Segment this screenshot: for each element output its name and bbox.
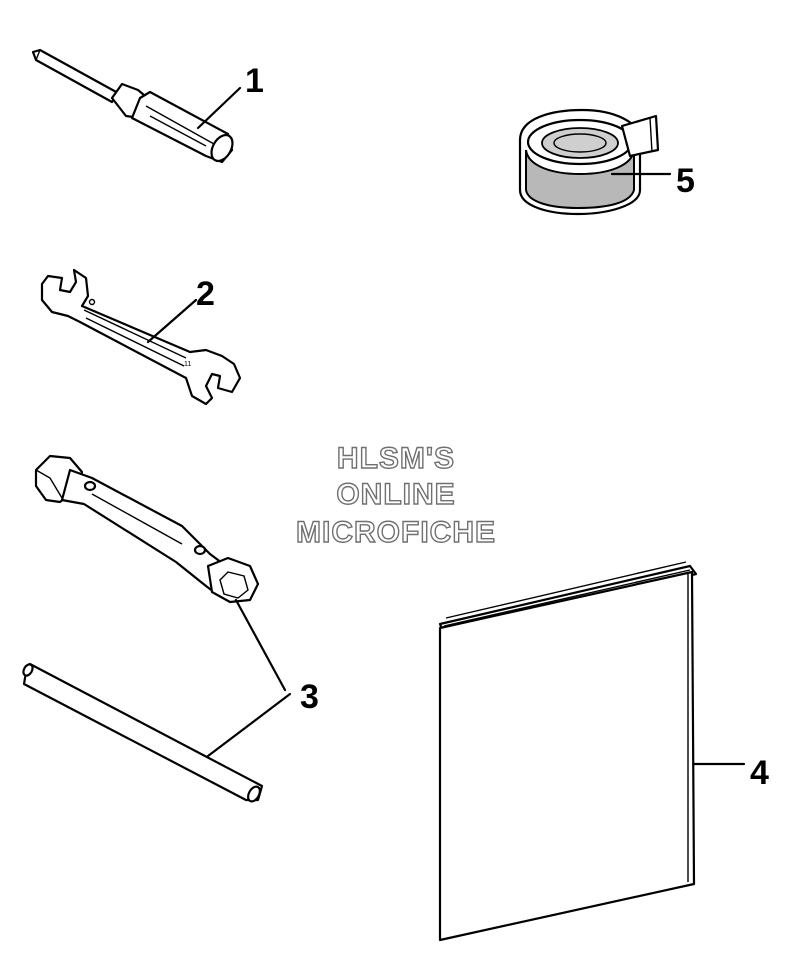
callout-1: 1 [245,62,264,100]
watermark-line-3: MICROFICHE [296,516,496,549]
wrench-icon: 11 [40,268,242,406]
leader-line-1 [196,86,242,130]
socket-wrench-icon [34,454,260,604]
tommy-bar-icon [22,662,264,803]
leader-line-3b [206,692,292,758]
callout-2: 2 [196,275,215,313]
watermark-line-2: ONLINE [336,478,455,511]
callout-5: 5 [676,162,695,200]
tape-roll-icon [518,108,660,216]
screwdriver-icon [31,48,234,164]
callout-3: 3 [300,678,319,716]
leader-line-3a [234,598,287,692]
callout-4: 4 [750,754,769,792]
watermark-line-1: HLSM'S [337,442,455,475]
watermark: HLSM'S ONLINE MICROFICHE [295,441,496,549]
leader-line-2 [146,298,198,344]
manual-icon [438,561,698,942]
svg-text:11: 11 [184,361,191,368]
